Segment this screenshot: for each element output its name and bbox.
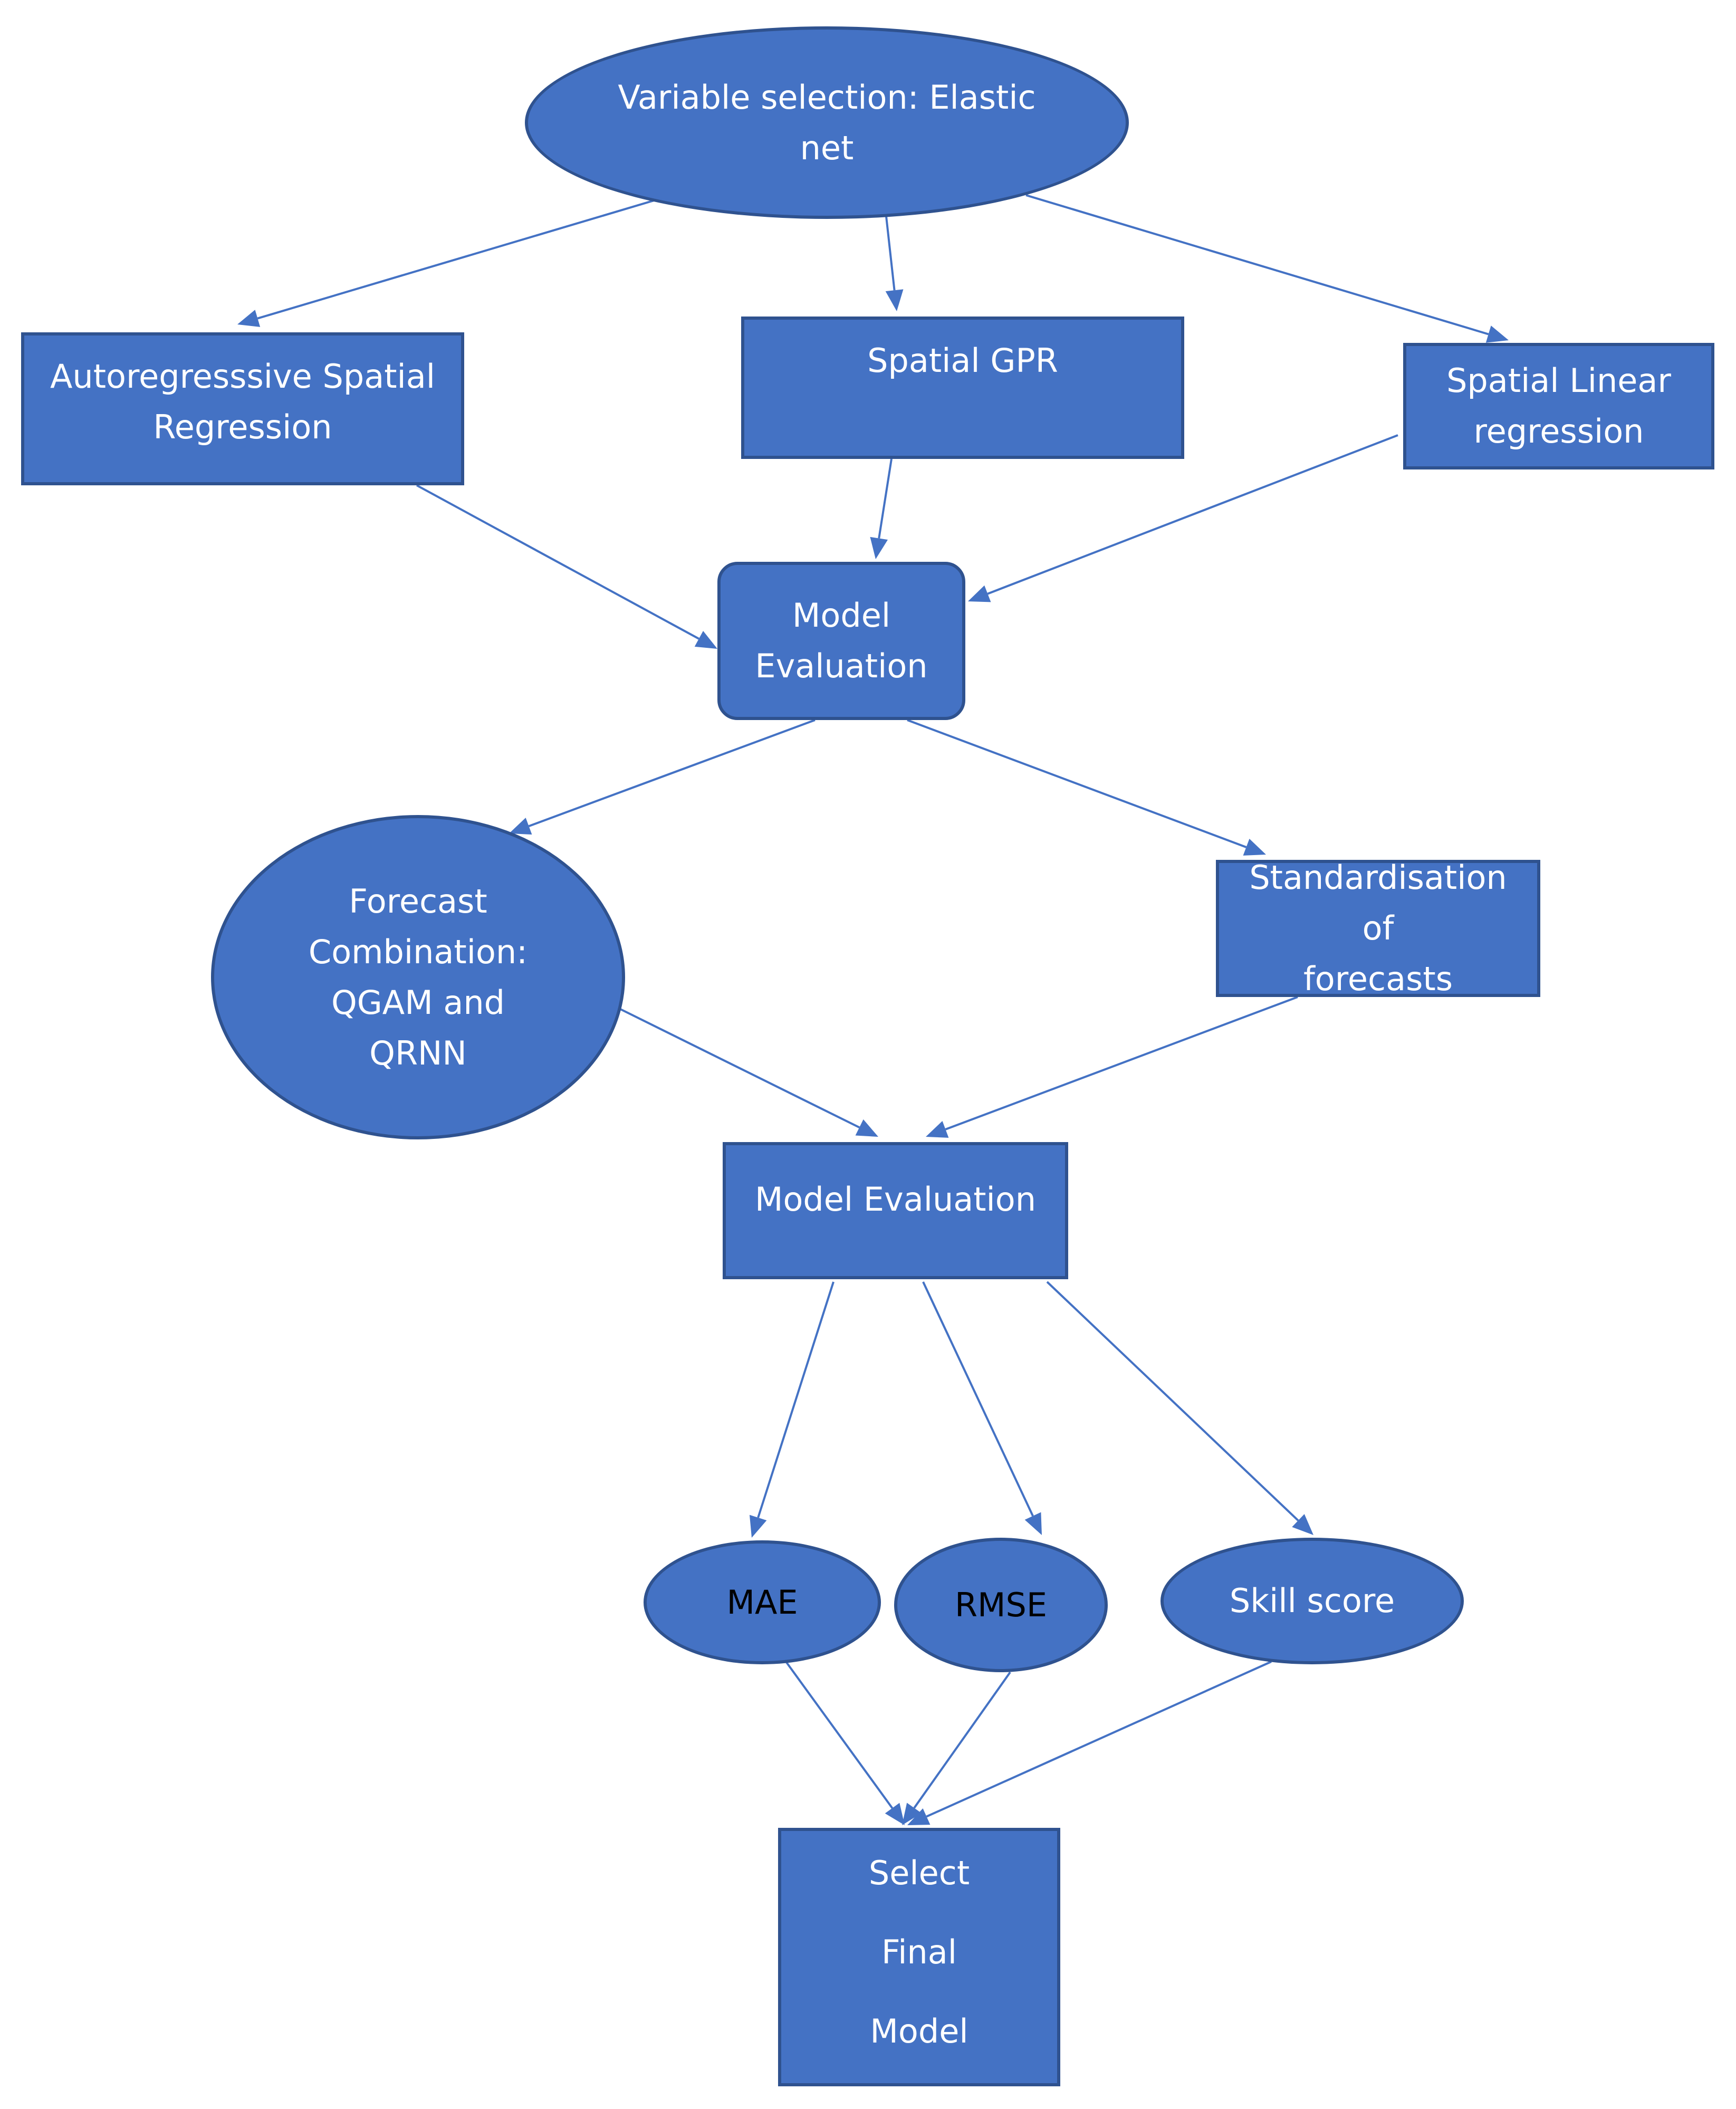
arrow-variable-to-autoregressive: [237, 199, 655, 327]
arrow-evaluation-to-rmse: [922, 1281, 1042, 1535]
arrowhead: [749, 1514, 767, 1538]
model-evaluation-label-1: Model Evaluation: [755, 596, 928, 685]
mae-node: MAE: [644, 1540, 881, 1664]
model-evaluation-label-2: Model Evaluation: [755, 1180, 1036, 1219]
model-evaluation-node-1: Model Evaluation: [717, 562, 965, 720]
mae-label: MAE: [726, 1583, 798, 1622]
arrowhead: [1292, 1514, 1313, 1535]
arrowhead: [694, 630, 717, 649]
arrow-gpr-to-evaluation: [870, 458, 893, 559]
arrow-evaluation-to-mae: [749, 1281, 835, 1538]
standardisation-node: Standardisation of forecasts: [1216, 858, 1540, 998]
arrow-evaluation-to-skill-score: [1046, 1281, 1313, 1535]
arrow-evaluation-to-forecast-combination: [509, 719, 816, 835]
connector-line: [617, 1006, 860, 1129]
arrowhead: [1243, 839, 1266, 856]
arrowhead: [509, 818, 532, 835]
connector-line: [1025, 194, 1489, 335]
forecast-combination-node: Forecast Combination: QGAM and QRNN: [211, 815, 625, 1139]
arrowhead: [907, 1808, 931, 1825]
variable-selection-label: Variable selection: Elastic net: [618, 78, 1036, 167]
connector-line: [528, 719, 816, 827]
forecast-combination-label: Forecast Combination: QGAM and QRNN: [308, 881, 528, 1072]
arrow-linear-to-evaluation: [968, 434, 1398, 602]
connector-line: [922, 1281, 1034, 1517]
connector-line: [926, 1661, 1272, 1818]
arrow-variable-to-linear: [1025, 194, 1509, 343]
arrow-mae-to-final: [785, 1661, 905, 1825]
skill-score-label: Skill score: [1229, 1581, 1395, 1620]
arrowhead: [870, 536, 888, 559]
arrowhead: [237, 310, 261, 327]
connector-line: [257, 199, 655, 320]
connector-line: [878, 458, 893, 539]
arrowhead: [885, 289, 904, 311]
arrow-rmse-to-final: [902, 1671, 1011, 1825]
connector-line: [945, 996, 1298, 1130]
arrowhead: [926, 1121, 949, 1138]
model-evaluation-node-2: Model Evaluation: [723, 1142, 1068, 1279]
arrowhead: [1024, 1512, 1042, 1535]
connector-line: [987, 434, 1398, 595]
arrow-evaluation-to-standardisation: [907, 719, 1266, 856]
connector-line: [1046, 1281, 1299, 1521]
arrowhead: [885, 1803, 905, 1825]
autoregressive-spatial-regression-node: Autoregresssive Spatial Regression: [21, 332, 464, 485]
spatial-gpr-node: Spatial GPR: [741, 317, 1184, 459]
spatial-gpr-label: Spatial GPR: [867, 341, 1058, 380]
connector-line: [785, 1661, 894, 1809]
arrow-autoregressive-to-evaluation: [416, 484, 717, 649]
connector-line: [757, 1281, 835, 1518]
autoregressive-spatial-regression-label: Autoregresssive Spatial Regression: [50, 357, 435, 446]
select-final-model-node: Select Final Model: [778, 1828, 1060, 2086]
arrowhead: [1485, 325, 1509, 343]
arrow-forecast-combination-to-evaluation: [617, 1006, 878, 1137]
spatial-linear-regression-node: Spatial Linear regression: [1403, 343, 1714, 469]
rmse-node: RMSE: [894, 1538, 1108, 1672]
connector-line: [913, 1671, 1011, 1809]
connector-line: [885, 216, 896, 291]
arrow-variable-to-gpr: [885, 216, 904, 311]
arrow-standardisation-to-evaluation: [926, 996, 1298, 1138]
arrow-skill-score-to-final: [907, 1661, 1272, 1825]
standardisation-label: Standardisation of forecasts: [1249, 858, 1507, 998]
arrowhead: [968, 585, 991, 602]
skill-score-node: Skill score: [1160, 1538, 1464, 1664]
spatial-linear-regression-label: Spatial Linear regression: [1446, 361, 1671, 450]
rmse-label: RMSE: [954, 1585, 1048, 1624]
select-final-model-label: Select Final Model: [868, 1854, 970, 2050]
arrowhead: [855, 1119, 878, 1137]
connector-line: [907, 719, 1247, 848]
variable-selection-node: Variable selection: Elastic net: [525, 26, 1129, 219]
arrowhead: [902, 1803, 922, 1825]
connector-line: [416, 484, 699, 640]
